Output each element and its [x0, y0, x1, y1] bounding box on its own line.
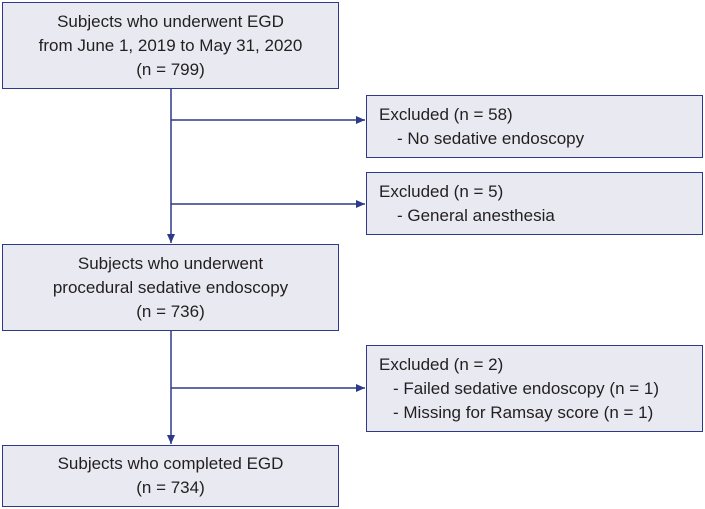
box-line: Subjects who underwent: [77, 253, 264, 273]
excluded-item: - Failed sedative endoscopy (n = 1): [393, 379, 660, 398]
box-excluded-no-sedative: Excluded (n = 58) - No sedative endoscop…: [366, 95, 703, 158]
box-line: Subjects who completed EGD: [57, 454, 284, 473]
box-excluded-failed-missing: Excluded (n = 2) - Failed sedative endos…: [366, 345, 703, 432]
excluded-item: - No sedative endoscopy: [397, 129, 585, 148]
box-line: (n = 736): [136, 301, 205, 321]
excluded-item: - General anesthesia: [397, 206, 555, 225]
excluded-title: Excluded (n = 58): [379, 105, 513, 124]
box-line: procedural sedative endoscopy: [52, 277, 289, 297]
excluded-title: Excluded (n = 5): [379, 182, 504, 201]
box-procedural-sedative-endoscopy: Subjects who underwent procedural sedati…: [2, 244, 339, 331]
box-line: from June 1, 2019 to May 31, 2020: [38, 35, 303, 55]
box-line: (n = 799): [136, 59, 205, 79]
excluded-item: - Missing for Ramsay score (n = 1): [393, 403, 654, 422]
box-line: Subjects who underwent EGD: [57, 11, 284, 31]
box-completed-egd: Subjects who completed EGD (n = 734): [2, 445, 339, 507]
excluded-title: Excluded (n = 2): [379, 355, 504, 374]
box-line: (n = 734): [136, 478, 205, 497]
box-excluded-general-anesthesia: Excluded (n = 5) - General anesthesia: [366, 172, 703, 235]
box-subjects-underwent-egd: Subjects who underwent EGD from June 1, …: [2, 2, 339, 89]
